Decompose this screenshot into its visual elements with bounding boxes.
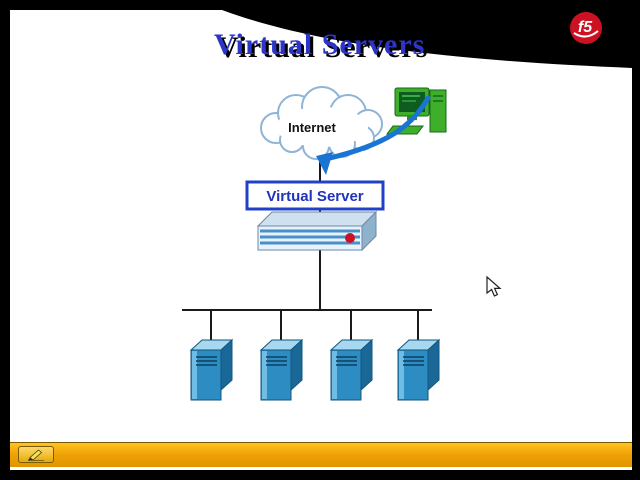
server-tower <box>329 338 374 401</box>
monitor-stand <box>407 116 417 120</box>
server-tower <box>396 338 441 401</box>
internet-label: Internet <box>288 120 336 135</box>
virtual-server-box: Virtual Server <box>245 180 385 211</box>
computer-tower <box>429 89 447 133</box>
slide-title: Virtual Servers <box>214 28 426 61</box>
title-swoosh-graphic <box>222 10 632 68</box>
mouse-cursor <box>486 275 502 297</box>
server-tower <box>189 338 234 401</box>
virtual-server-diagram: Internet Virtual Server <box>182 86 502 401</box>
f5-logo-text: f5 <box>578 19 593 36</box>
computer-keyboard <box>386 125 424 135</box>
virtual-server-label: Virtual Server <box>266 188 363 205</box>
presentation-slide: Virtual Servers f5 Internet <box>10 10 632 470</box>
request-arrow <box>316 95 431 175</box>
computer-screen <box>399 92 425 112</box>
pencil-icon <box>28 449 44 461</box>
appliance-f5-badge <box>345 233 355 243</box>
f5-logo-swoosh <box>573 30 599 38</box>
client-computer-icon <box>386 87 447 135</box>
pen-annotation-button[interactable] <box>18 446 54 463</box>
f5-logo: f5 <box>570 12 602 44</box>
bigip-appliance <box>256 210 378 252</box>
server-tower <box>259 338 304 401</box>
bottom-toolbar <box>10 442 632 467</box>
computer-monitor <box>394 87 430 117</box>
internet-cloud: Internet <box>260 86 383 160</box>
